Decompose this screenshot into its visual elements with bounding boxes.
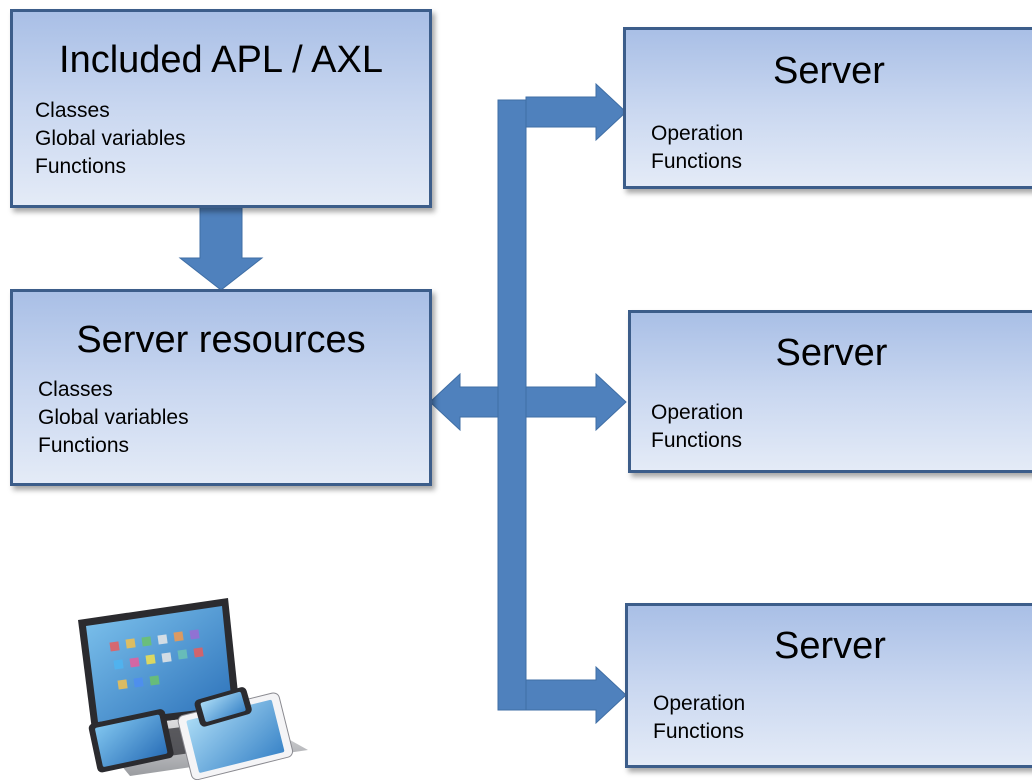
arrow-to-server-1 [525,82,627,142]
item-list: Operation Functions [651,120,743,176]
arrow-to-server-2 [525,372,627,432]
box-title: Server [773,50,885,92]
list-item: Global variables [35,127,186,150]
item-list: Operation Functions [651,399,743,455]
list-item: Classes [38,378,113,401]
box-title: Server resources [76,319,366,361]
server-box-3: Server Operation Functions [625,603,1032,768]
list-item: Classes [35,99,110,122]
devices-icon [78,598,308,780]
list-item: Functions [38,434,130,457]
item-list: Classes Global variables Functions [38,376,189,460]
server-resources-box: Server resources Classes Global variable… [10,289,432,486]
trunk-line [497,99,527,711]
list-item: Operation [651,401,744,424]
included-apl-axl-box: Included APL / AXL Classes Global variab… [10,9,432,208]
box-title: Server [774,625,886,667]
arrow-to-resources [429,372,499,432]
list-item: Functions [651,429,743,452]
down-arrow [178,206,264,291]
list-item: Operation [653,692,746,715]
list-item: Operation [651,122,744,145]
list-item: Functions [35,155,127,178]
list-item: Global variables [38,406,189,429]
server-box-1: Server Operation Functions [623,27,1032,189]
arrow-to-server-3 [525,665,627,725]
box-title: Server [775,332,888,374]
list-item: Functions [651,150,743,173]
item-list: Classes Global variables Functions [35,97,186,181]
list-item: Functions [653,720,745,743]
server-box-2: Server Operation Functions [628,310,1032,473]
box-title: Included APL / AXL [59,39,383,81]
item-list: Operation Functions [653,690,745,746]
